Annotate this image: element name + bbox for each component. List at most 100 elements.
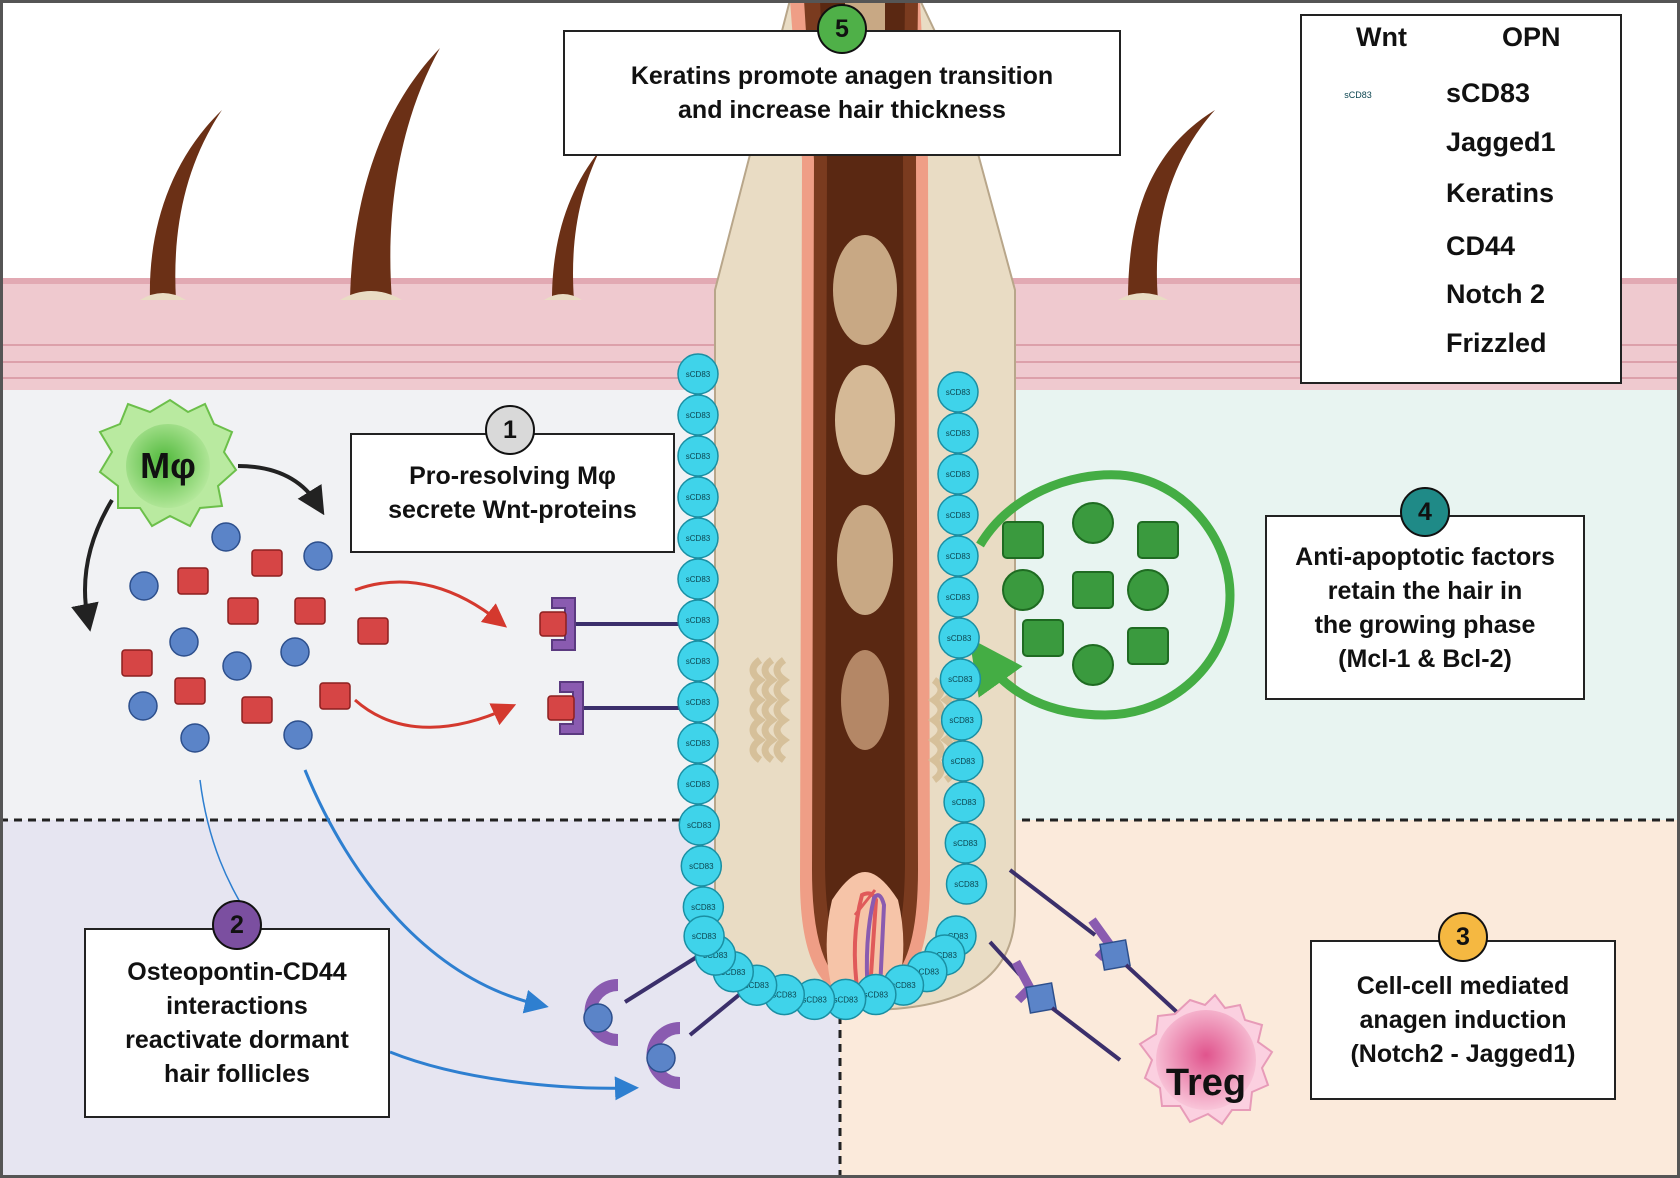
scd83-bead-label: sCD83	[703, 951, 728, 960]
cd44-receptor	[646, 988, 747, 1089]
wnt-molecule	[251, 549, 283, 577]
legend-notch2-label: Notch 2	[1446, 279, 1546, 309]
treg-cell	[1138, 993, 1274, 1126]
step-box-1: Pro-resolving Mφ secrete Wnt-proteins	[350, 433, 675, 553]
scd83-bead-label: sCD83	[946, 429, 971, 438]
anti-apoptotic-factors	[1002, 502, 1179, 686]
step-1-line: secrete Wnt-proteins	[388, 496, 637, 524]
scd83-bead-label: sCD83	[686, 452, 711, 461]
keratin-coil-left	[749, 657, 791, 763]
step-4-line: (Mcl-1 & Bcl-2)	[1338, 644, 1512, 673]
step-4-line: Anti-apoptotic factors	[1295, 542, 1555, 571]
step-badge-2: 2	[212, 900, 262, 950]
scd83-bead-label: sCD83	[686, 411, 711, 420]
scd83-bead-label: sCD83	[948, 675, 973, 684]
hair-shaft	[140, 110, 222, 300]
step-3-line: anagen induction	[1359, 1006, 1567, 1034]
scd83-bead-label: sCD83	[947, 634, 972, 643]
frizzled-receptor	[547, 681, 680, 735]
scd83-bead	[677, 476, 719, 518]
factor-square	[1002, 521, 1044, 559]
factor-square	[1127, 627, 1169, 665]
factor-square	[1022, 619, 1064, 657]
scd83-bead	[677, 353, 719, 395]
scd83-bead	[677, 599, 719, 641]
scd83-bead	[677, 517, 719, 559]
notch2-jagged1-pair	[988, 940, 1122, 1062]
scd83-bead-label: sCD83	[686, 616, 711, 625]
macrophage-label: Mφ	[140, 445, 196, 486]
opn-molecule	[211, 522, 241, 552]
factor-square	[1072, 571, 1114, 609]
scd83-bead-label: sCD83	[946, 593, 971, 602]
arrow-wnt-to-frizzled-2	[354, 698, 517, 729]
notch2-jagged1-pair	[1008, 868, 1182, 1017]
scd83-bead-label: sCD83	[953, 839, 978, 848]
scd83-bead	[937, 494, 979, 536]
scd83-bead	[677, 722, 719, 764]
scd83-bead-label: sCD83	[686, 370, 711, 379]
step-badge-4: 4	[1400, 487, 1450, 537]
opn-molecule	[283, 720, 313, 750]
arrow-opn-to-cd44-2	[389, 1050, 639, 1101]
wnt-molecule	[241, 696, 273, 724]
opn-molecule	[129, 571, 159, 601]
factor-square	[1137, 521, 1179, 559]
macrophage-cell	[98, 398, 238, 528]
wnt-molecule	[174, 677, 206, 705]
wnt-molecule	[357, 617, 389, 645]
scd83-bead	[678, 804, 720, 846]
wnt-molecule	[319, 682, 351, 710]
factor-circle	[1072, 644, 1114, 686]
opn-molecule	[169, 627, 199, 657]
scd83-beads: sCD83sCD83sCD83sCD83sCD83sCD83sCD83sCD83…	[677, 353, 988, 1021]
scd83-bead-label: sCD83	[721, 968, 746, 977]
scd83-bead-label: sCD83	[951, 757, 976, 766]
step-3-line: Cell-cell mediated	[1356, 972, 1570, 1000]
scd83-bead-label: sCD83	[744, 981, 769, 990]
wnt-opn-cluster	[121, 522, 389, 753]
wnt-bound	[539, 611, 567, 637]
step-2-line: Osteopontin-CD44	[127, 958, 347, 986]
scd83-bead-label: sCD83	[833, 995, 858, 1004]
arrow-opn-to-cd44-1	[303, 769, 549, 1014]
scd83-bead	[943, 781, 985, 823]
scd83-bead	[677, 763, 719, 805]
scd83-bead-label: sCD83	[954, 880, 979, 889]
scd83-bead-label: sCD83	[772, 991, 797, 1000]
legend-opn-label: OPN	[1502, 22, 1561, 52]
scd83-bead-label: sCD83	[944, 932, 969, 941]
step-1-line: Pro-resolving Mφ	[409, 462, 616, 490]
step-badge-5: 5	[817, 4, 867, 54]
step-badge-3: 3	[1438, 912, 1488, 962]
arrow-anti-apoptotic-loop	[969, 470, 1235, 720]
factor-circle	[1127, 569, 1169, 611]
treg-nucleus	[1156, 1010, 1256, 1110]
hair-follicle	[714, 0, 1016, 1012]
scd83-bead-label: sCD83	[946, 511, 971, 520]
frizzled-receptors	[539, 597, 680, 735]
step-badge-1: 1	[485, 405, 535, 455]
scd83-bead	[940, 699, 983, 741]
hair-shaft	[1118, 110, 1215, 300]
scd83-bead	[938, 617, 980, 659]
arrows	[71, 464, 1235, 1101]
scd83-bead	[937, 412, 979, 454]
legend-box	[1300, 14, 1622, 384]
legend-frizzled-label: Frizzled	[1446, 328, 1547, 358]
factor-circle	[1002, 569, 1044, 611]
scd83-bead-label: sCD83	[687, 821, 712, 830]
arrow-macrophage-to-opn	[237, 464, 325, 516]
scd83-bead-label: sCD83	[686, 534, 711, 543]
scd83-bead	[945, 863, 988, 905]
scd83-bead-label: sCD83	[686, 739, 711, 748]
scd83-bead	[680, 845, 723, 887]
step-2-line: interactions	[166, 992, 308, 1020]
surface-hairs	[140, 48, 1215, 300]
notch-jagged-pairs	[988, 868, 1182, 1062]
legend-jagged1-label: Jagged1	[1446, 127, 1556, 157]
